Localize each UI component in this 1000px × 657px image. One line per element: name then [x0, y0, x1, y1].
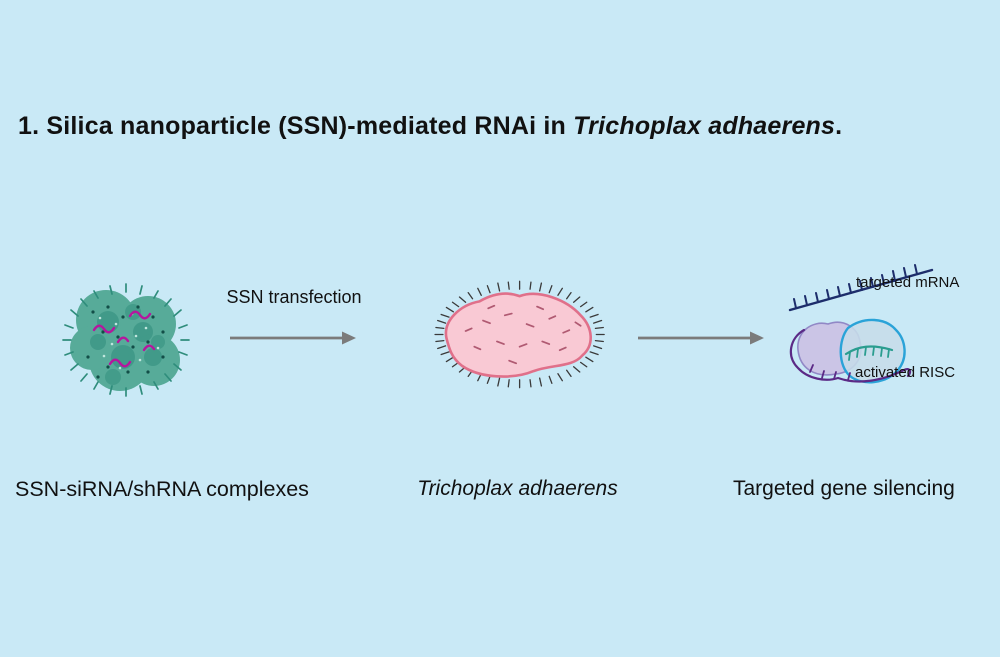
nanoparticle-body [70, 290, 180, 391]
title-prefix: 1. Silica nanoparticle (SSN)-mediated RN… [18, 112, 574, 140]
ssn-sirna-complex-illustration [62, 283, 190, 397]
cilia [434, 280, 605, 389]
right-arrow-icon [230, 331, 356, 345]
title-species: Trichoplax adhaerens [573, 112, 836, 140]
guide-strand [844, 345, 894, 361]
nanoparticle-speckles [86, 305, 165, 379]
trichoplax-illustration [434, 280, 605, 389]
nanoparticle-spikes [62, 283, 190, 397]
title-suffix: . [835, 112, 843, 140]
passenger-strand [789, 328, 912, 383]
risc-gene-silencing-illustration [788, 264, 934, 384]
mrna-strand-icon [788, 264, 934, 312]
nanoparticle-flecks [98, 312, 160, 370]
caption-ssn-complexes: SSN-siRNA/shRNA complexes [15, 477, 309, 501]
rna-squiggles [92, 310, 156, 368]
right-arrow-icon [638, 331, 764, 345]
activated-risc-label: activated RISC [855, 364, 956, 381]
caption-gene-silencing: Targeted gene silencing [733, 477, 955, 500]
caption-trichoplax: Trichoplax adhaerens [417, 477, 618, 500]
trichoplax-inner-dashes [464, 304, 582, 365]
trichoplax-body [444, 292, 592, 378]
targeted-mrna-label: targeted mRNA [856, 274, 960, 291]
transfection-label: SSN transfection [226, 287, 362, 307]
figure-title: 1. Silica nanoparticle (SSN)-mediated RN… [18, 112, 842, 141]
